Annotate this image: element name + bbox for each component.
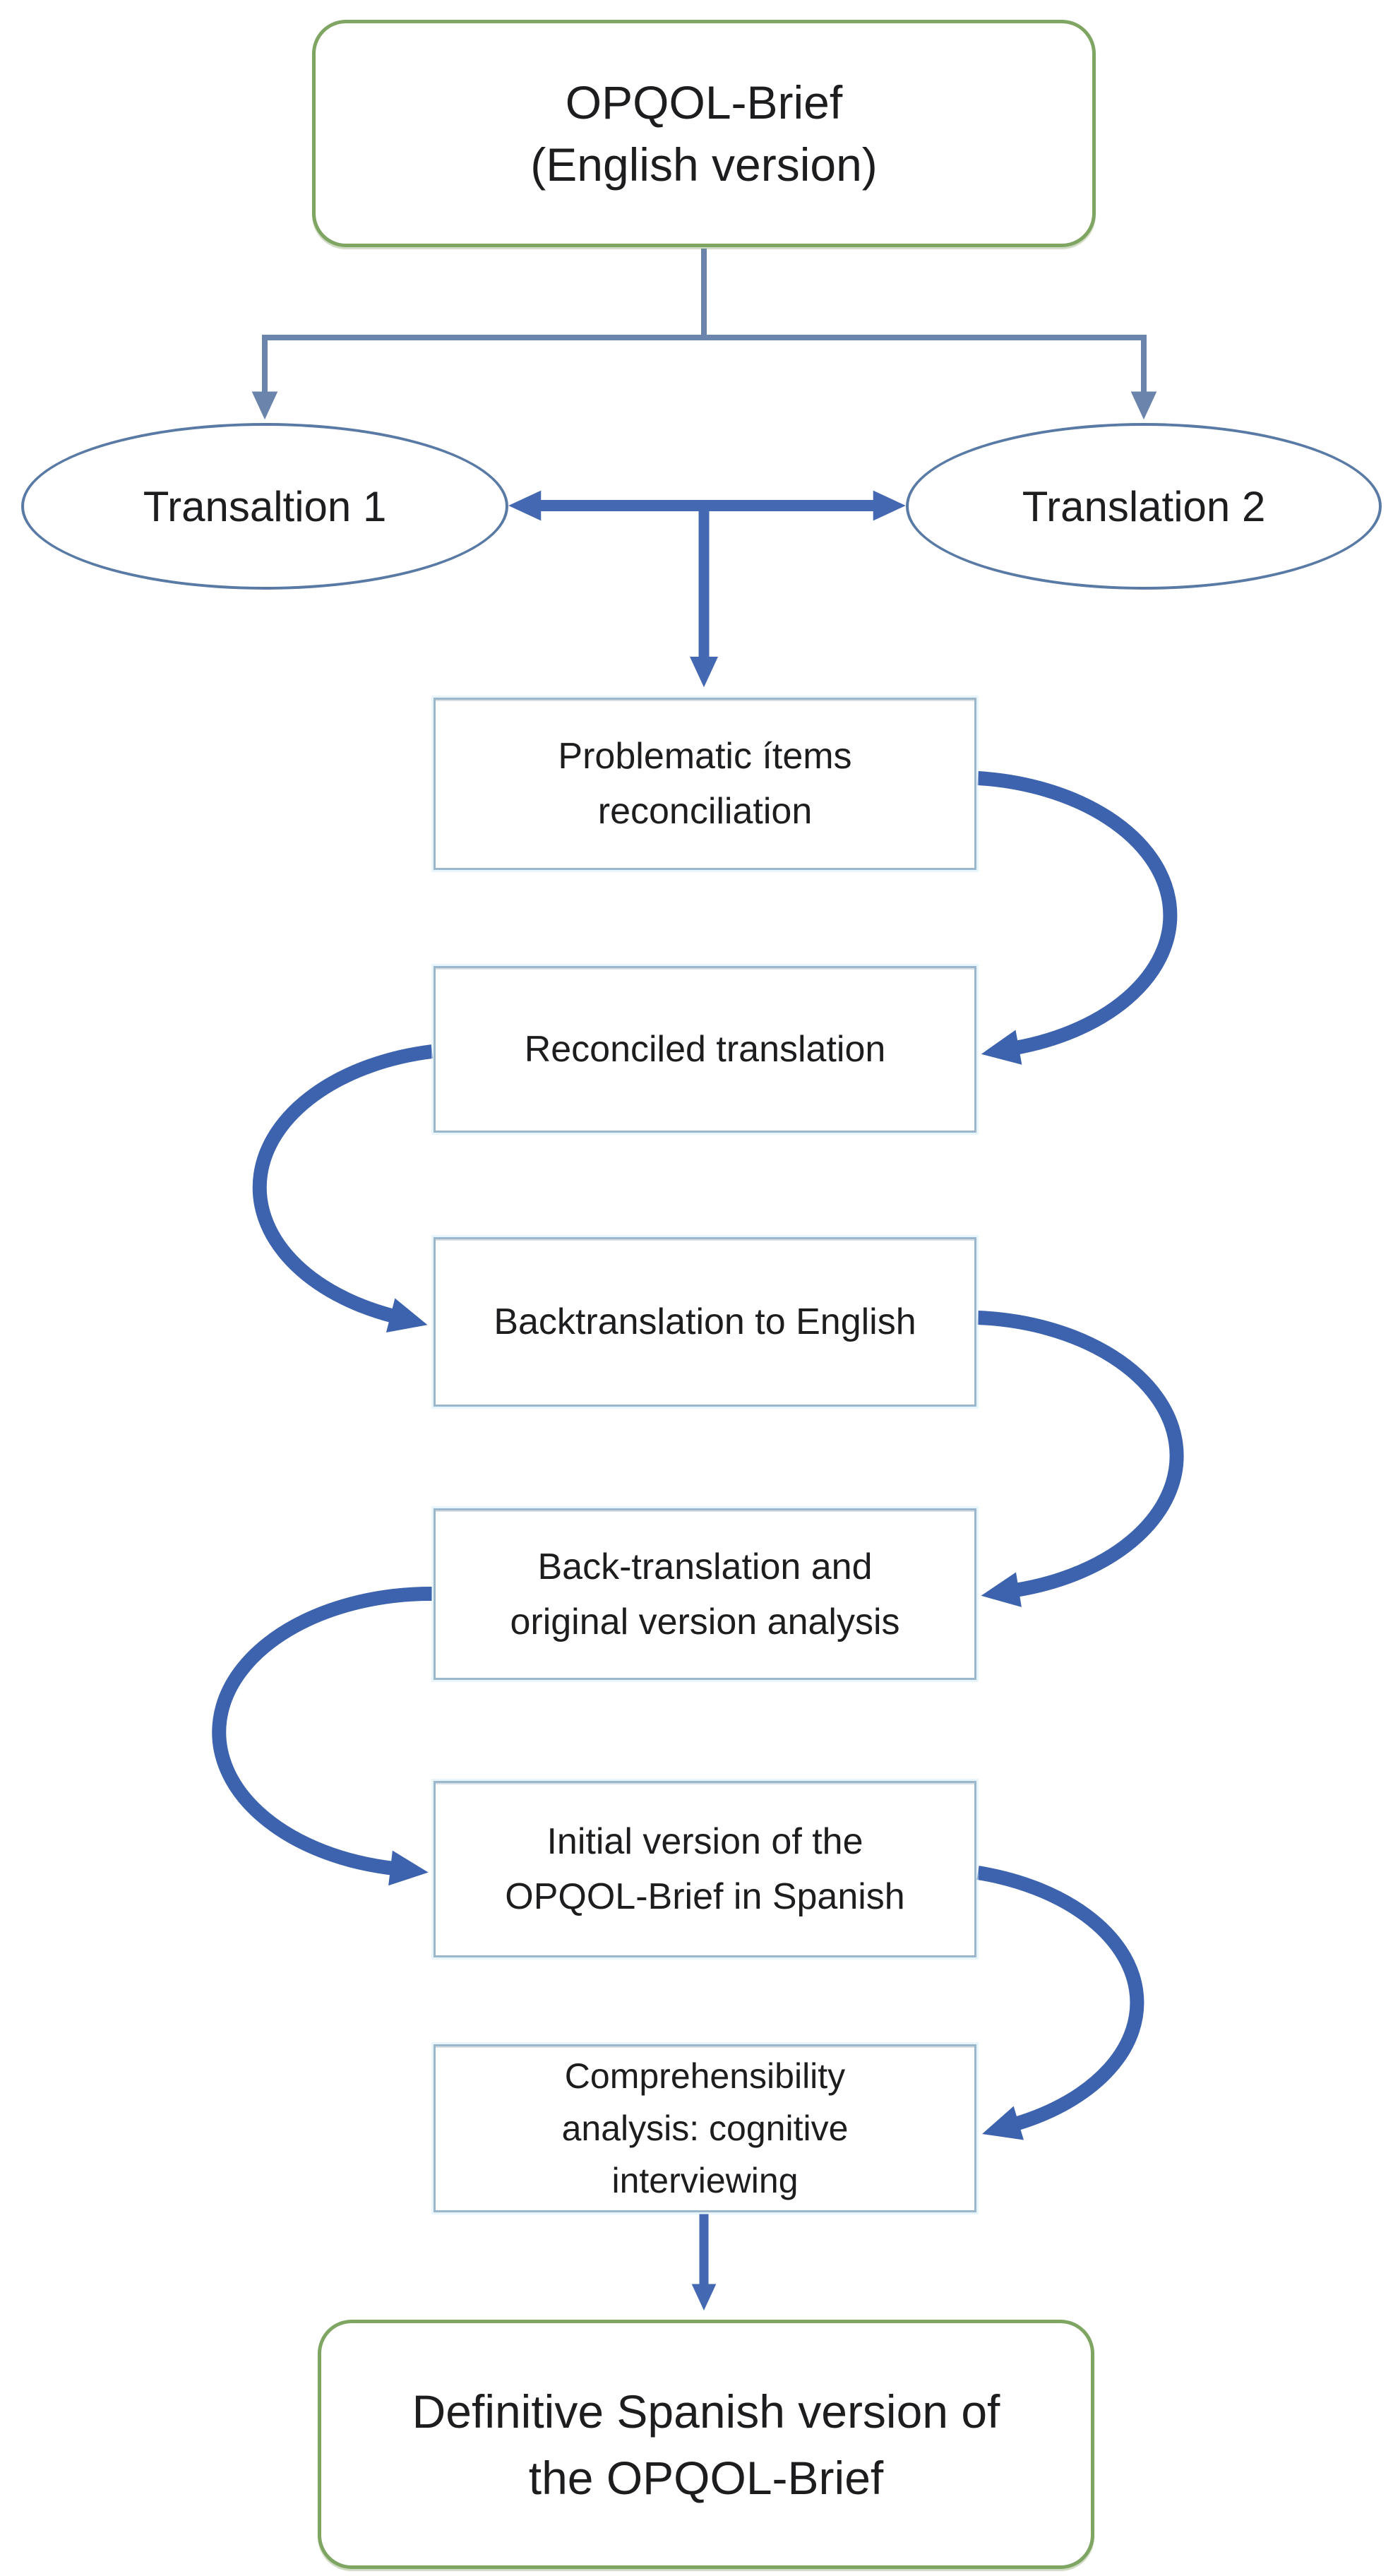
node-text-line: original version analysis <box>510 1601 900 1642</box>
node-text-line: Translation 2 <box>1022 482 1266 530</box>
node-text-line: Reconciled translation <box>524 1029 886 1070</box>
curve-arrow-step5-step6 <box>976 1866 1144 2140</box>
node-text-line: OPQOL-Brief in Spanish <box>505 1876 905 1917</box>
curve-arrow-step1-step2 <box>977 771 1178 1065</box>
node-comprehensibility-analysis: Comprehensibility analysis: cognitive in… <box>434 2044 976 2212</box>
node-text-line: Transaltion 1 <box>143 482 387 530</box>
node-text-line: interviewing <box>611 2161 799 2200</box>
node-problematic-items-reconciliation: Problematic ítems reconciliation <box>434 698 976 870</box>
node-reconciled-translation: Reconciled translation <box>434 966 976 1133</box>
node-translation1: Transaltion 1 <box>21 423 508 590</box>
node-backtranslation-to-english: Backtranslation to English <box>434 1237 976 1407</box>
node-text-line: Initial version of the <box>546 1821 863 1862</box>
curve-arrow-step3-step4 <box>977 1311 1184 1607</box>
node-text-line: (English version) <box>530 138 878 191</box>
curve-arrow-step2-step3 <box>252 1044 434 1332</box>
node-text-line: OPQOL-Brief <box>565 76 843 129</box>
curve-arrow-step4-step5 <box>212 1586 433 1886</box>
node-text-line: the OPQOL-Brief <box>528 2451 884 2504</box>
node-text-line: analysis: cognitive <box>561 2109 849 2148</box>
node-opqol-english: OPQOL-Brief (English version) <box>312 20 1096 247</box>
node-text-line: reconciliation <box>597 791 813 832</box>
node-text-line: Definitive Spanish version of <box>412 2385 1000 2438</box>
node-translation2: Translation 2 <box>906 423 1382 590</box>
node-definitive-spanish-version: Definitive Spanish version of the OPQOL-… <box>318 2320 1094 2569</box>
node-backtranslation-analysis: Back-translation and original version an… <box>434 1508 976 1680</box>
node-text-line: Comprehensibility <box>564 2056 846 2096</box>
node-initial-spanish-version: Initial version of the OPQOL-Brief in Sp… <box>434 1781 976 1957</box>
node-text-line: Back-translation and <box>537 1546 873 1587</box>
node-text-line: Backtranslation to English <box>494 1301 916 1342</box>
node-text-line: Problematic ítems <box>558 736 852 777</box>
